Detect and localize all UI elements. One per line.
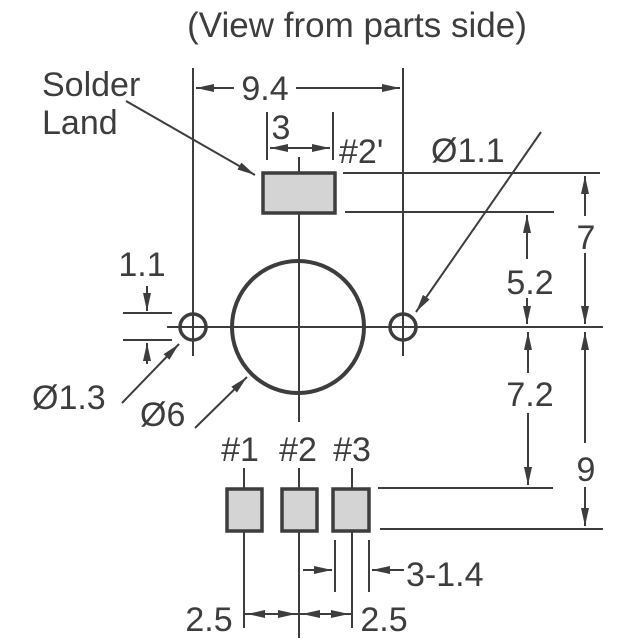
right-small-hole-circle [388, 312, 418, 342]
dim-7-label: 7 [577, 219, 596, 257]
dim-9-label: 9 [577, 451, 596, 489]
solder-land-label-line2: Land [42, 104, 118, 142]
pin2-top-label: #2' [339, 133, 383, 171]
dia-1-1-label: Ø1.1 [431, 132, 505, 170]
diagram-title: (View from parts side) [187, 6, 527, 45]
dia-1-1-leader-line [415, 131, 542, 313]
dimension-lines [123, 84, 589, 618]
top-solder-pad [261, 171, 337, 215]
solder-land-label-line1: Solder [42, 66, 140, 104]
dim-3-1-4-label: 3-1.4 [406, 556, 484, 594]
solder-land-leader-line [125, 100, 256, 176]
pin2-label: #2 [279, 431, 317, 469]
dim-5-2-label: 5.2 [506, 264, 553, 302]
dim-1-1-label: 1.1 [118, 246, 165, 284]
bottom-solder-pad-3 [331, 487, 371, 533]
dim-7-2-label: 7.2 [506, 376, 553, 414]
dia-6-label: Ø6 [140, 396, 185, 434]
dim-3-label: 3 [272, 109, 291, 147]
pads-and-holes [178, 171, 418, 533]
dim-2-5-right-label: 2.5 [360, 601, 407, 639]
labels: (View from parts side) Solder Land 9.4 3… [32, 6, 595, 639]
dia-1-3-label: Ø1.3 [32, 379, 106, 417]
construction-lines [167, 68, 603, 638]
bottom-solder-pad-1 [225, 487, 264, 533]
dim-9-4-label: 9.4 [241, 70, 288, 108]
pin1-label: #1 [221, 431, 259, 469]
left-small-hole-circle [178, 312, 208, 342]
pin3-label: #3 [333, 431, 371, 469]
dim-2-5-left-label: 2.5 [185, 601, 232, 639]
center-hole-circle [230, 259, 366, 395]
bottom-solder-pad-2 [280, 487, 319, 533]
leader-lines [121, 100, 542, 429]
dia-1-3-leader-line [121, 343, 180, 404]
dia-6-leader-line [194, 376, 248, 429]
